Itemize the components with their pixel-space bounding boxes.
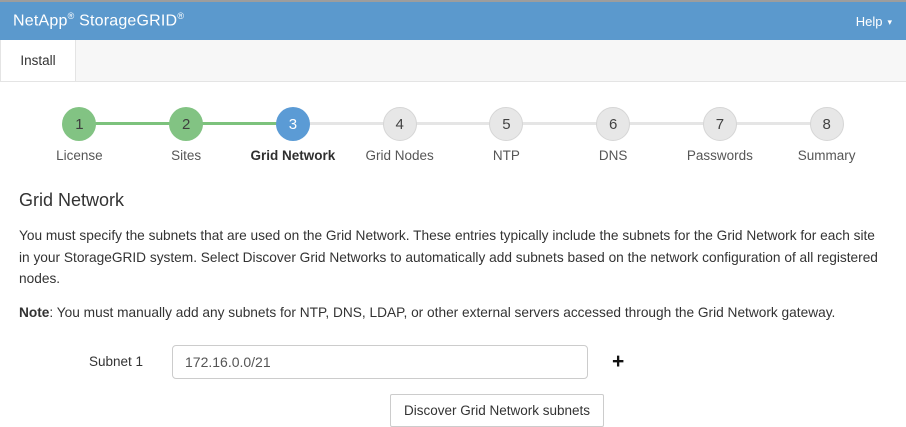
wizard-progress: 1 License 2 Sites 3 Grid Network 4 Grid … xyxy=(0,107,906,163)
help-menu[interactable]: Help ▾ xyxy=(856,14,892,29)
wizard-step-ntp: 5 NTP xyxy=(399,107,560,163)
step-label: Grid Nodes xyxy=(365,148,434,163)
tab-install-label: Install xyxy=(20,53,56,68)
note-label: Note xyxy=(19,304,50,320)
subnet-input[interactable] xyxy=(172,344,588,379)
step-label: Passwords xyxy=(686,148,753,163)
discover-row: Discover Grid Network subnets xyxy=(19,393,887,427)
note-text: Note: You must manually add any subnets … xyxy=(19,302,887,323)
step-label: Grid Network xyxy=(250,148,336,163)
brand-storagegrid: StorageGRID xyxy=(79,12,178,30)
app-title: NetApp® StorageGRID® xyxy=(13,11,184,30)
help-label: Help xyxy=(855,13,883,29)
wizard-step-passwords: 7 Passwords xyxy=(613,107,774,163)
subnet-label: Subnet 1 xyxy=(88,354,143,369)
step-circle: 1 xyxy=(62,107,97,141)
wizard-step-grid-network: 3 Grid Network xyxy=(186,107,347,163)
wizard-step-dns: 6 DNS xyxy=(506,107,667,163)
brand-netapp: NetApp xyxy=(13,12,68,30)
step-circle: 4 xyxy=(382,107,417,141)
tab-install[interactable]: Install xyxy=(0,40,76,81)
step-circle: 3 xyxy=(275,107,310,141)
step-label: License xyxy=(56,148,103,163)
note-body: : You must manually add any subnets for … xyxy=(49,304,836,320)
step-circle: 6 xyxy=(596,107,631,141)
discover-grid-network-subnets-button[interactable]: Discover Grid Network subnets xyxy=(390,393,605,427)
main-content: Grid Network You must specify the subnet… xyxy=(0,190,906,427)
registered-mark: ® xyxy=(67,11,75,22)
step-label: Sites xyxy=(171,148,202,163)
wizard-step-summary: 8 Summary xyxy=(719,107,880,163)
subnet-form-row: Subnet 1 + xyxy=(19,344,887,379)
registered-mark: ® xyxy=(177,11,185,22)
tab-bar: Install xyxy=(0,40,906,82)
plus-icon: + xyxy=(612,350,625,373)
window-top-edge xyxy=(0,0,906,2)
caret-down-icon: ▾ xyxy=(887,16,892,27)
step-circle: 8 xyxy=(809,107,844,141)
step-circle: 5 xyxy=(489,107,524,141)
step-label: NTP xyxy=(492,148,520,163)
wizard-step-sites: 2 Sites xyxy=(79,107,240,163)
wizard-step-license: 1 License xyxy=(26,107,133,163)
step-circle: 2 xyxy=(169,107,204,141)
add-subnet-button[interactable]: + xyxy=(610,351,626,372)
app-header: NetApp® StorageGRID® Help ▾ xyxy=(0,2,906,40)
page-title: Grid Network xyxy=(19,190,125,210)
intro-text: You must specify the subnets that are us… xyxy=(19,228,878,286)
step-circle: 7 xyxy=(702,107,737,141)
step-label: DNS xyxy=(598,148,628,163)
wizard-step-grid-nodes: 4 Grid Nodes xyxy=(292,107,453,163)
step-label: Summary xyxy=(797,148,856,163)
